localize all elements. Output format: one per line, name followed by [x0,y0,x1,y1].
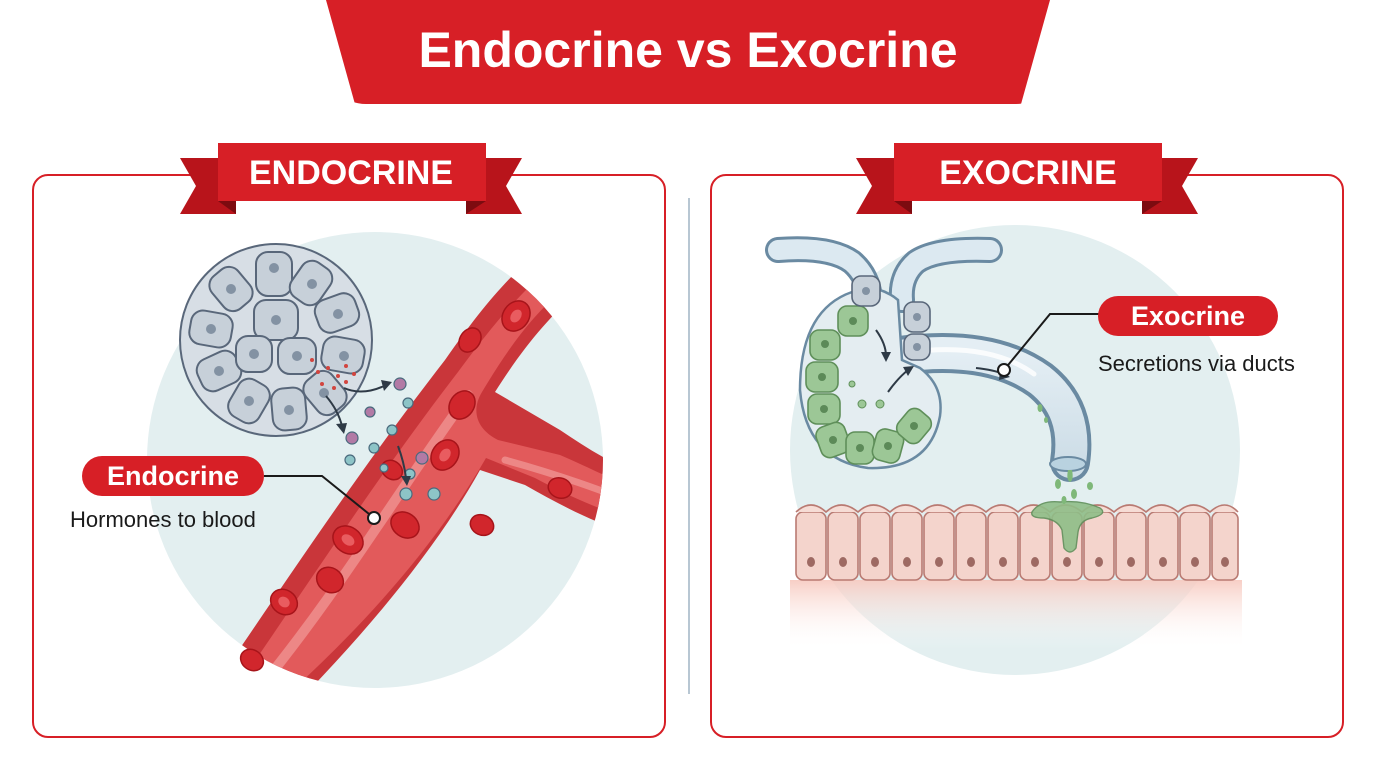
endocrine-caption: Hormones to blood [70,507,256,532]
endocrine-gland-cells [179,243,373,437]
exocrine-gland-acinus [798,275,942,470]
epithelial-tissue [790,504,1242,650]
panel-divider [688,198,690,694]
secretion-arrows [325,385,407,479]
title-banner [326,0,1050,104]
page-title: Endocrine vs Exocrine [418,22,958,78]
endocrine-pointer [264,475,381,525]
exocrine-duct [765,236,1093,504]
endocrine-label: Endocrine [82,456,264,496]
hormone-particles [310,358,441,501]
exocrine-ribbon [856,143,1198,214]
endocrine-ribbon [180,143,522,214]
exocrine-header: EXOCRINE [939,154,1117,192]
exocrine-caption: Secretions via ducts [1098,351,1295,376]
exocrine-pointer [997,313,1100,377]
endocrine-header: ENDOCRINE [248,154,454,192]
exocrine-label: Exocrine [1098,296,1278,336]
